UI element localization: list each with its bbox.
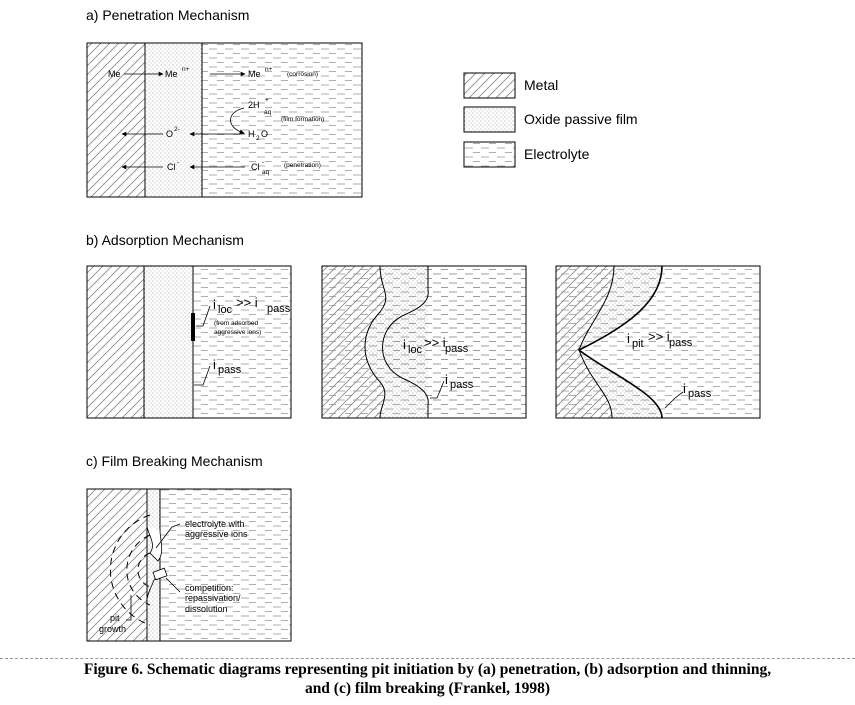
c-pit2: growth (99, 624, 126, 634)
label-cl-sup: - (177, 159, 179, 166)
section-b-title: b) Adsorption Mechanism (86, 232, 244, 248)
b3-ipit: i (627, 331, 630, 346)
label-h2o-h: H (248, 129, 255, 139)
label-o2-sup: 2- (174, 126, 180, 133)
b2-pass-sub: pass (445, 343, 469, 355)
b2-ipass-sub: pass (450, 379, 474, 391)
b1-note1: (from adsorbed (214, 320, 258, 327)
label-cl-aq: Cl (251, 162, 260, 172)
label-me-n2-sup: n+ (265, 66, 273, 73)
b1-iloc-sub: loc (218, 304, 233, 316)
label-2h-plus: + (265, 97, 269, 104)
legend-metal: Metal (524, 77, 558, 93)
c-electrolyte2: aggressive ions (185, 529, 248, 539)
b3-gg: >> i (648, 329, 670, 344)
b3-ipass: i (683, 381, 686, 396)
b1-iloc: i (213, 297, 216, 312)
figure-caption: Figure 6. Schematic diagrams representin… (0, 660, 855, 698)
label-penetration: (penetration) (284, 162, 321, 169)
label-o2: O (166, 129, 173, 139)
label-cl: Cl (167, 162, 176, 172)
caption-rule (0, 658, 855, 659)
b1-pass-sub: pass (267, 303, 291, 315)
label-2h-aq: aq (264, 109, 272, 116)
c-competition1: competition: (185, 583, 234, 593)
panel-b2 (321, 265, 527, 419)
label-me: Me (108, 69, 121, 79)
b3-ipit-sub: pit (632, 338, 644, 350)
c-pit1: pit (110, 613, 120, 623)
panel-a (86, 42, 363, 198)
c-competition2: repassivation/ (185, 593, 241, 603)
b2-iloc: i (403, 337, 406, 352)
label-me-n: Me (165, 69, 178, 79)
section-c-title: c) Film Breaking Mechanism (86, 453, 263, 469)
label-cl-aq-sub: aq (262, 169, 270, 176)
legend-electrolyte: Electrolyte (524, 146, 590, 162)
b1-note2: aggressive ions) (214, 329, 261, 336)
b1-gg: >> i (236, 295, 258, 310)
b2-iloc-sub: loc (408, 344, 423, 356)
label-film-formation: (film formation) (281, 116, 324, 123)
caption-line-2: and (c) film breaking (Frankel, 1998) (304, 680, 551, 697)
b1-ipass-sub: pass (218, 364, 242, 376)
label-me-n2: Me (248, 69, 261, 79)
label-corrosion: (corrosion) (287, 71, 318, 78)
label-h2o-o: O (261, 129, 268, 139)
b3-ipass-sub: pass (688, 388, 712, 400)
panel-b3 (555, 265, 761, 419)
panel-b1 (86, 265, 292, 419)
b3-pass-sub: pass (669, 337, 693, 349)
label-me-n-sup: n+ (182, 66, 190, 73)
b1-ipass: i (213, 357, 216, 372)
b2-ipass: i (445, 372, 448, 387)
label-2h: 2H (248, 100, 260, 110)
c-competition3: dissolution (185, 604, 228, 614)
label-cl-aq-sup: - (262, 159, 264, 166)
legend (463, 72, 516, 168)
c-electrolyte1: electrolyte with (185, 519, 245, 529)
legend-oxide: Oxide passive film (524, 111, 638, 127)
panel-c (86, 488, 292, 642)
b2-gg: >> i (424, 335, 446, 350)
section-a-title: a) Penetration Mechanism (86, 7, 249, 23)
label-h2o-2: 2 (256, 135, 260, 142)
caption-line-1: Figure 6. Schematic diagrams representin… (83, 661, 772, 678)
